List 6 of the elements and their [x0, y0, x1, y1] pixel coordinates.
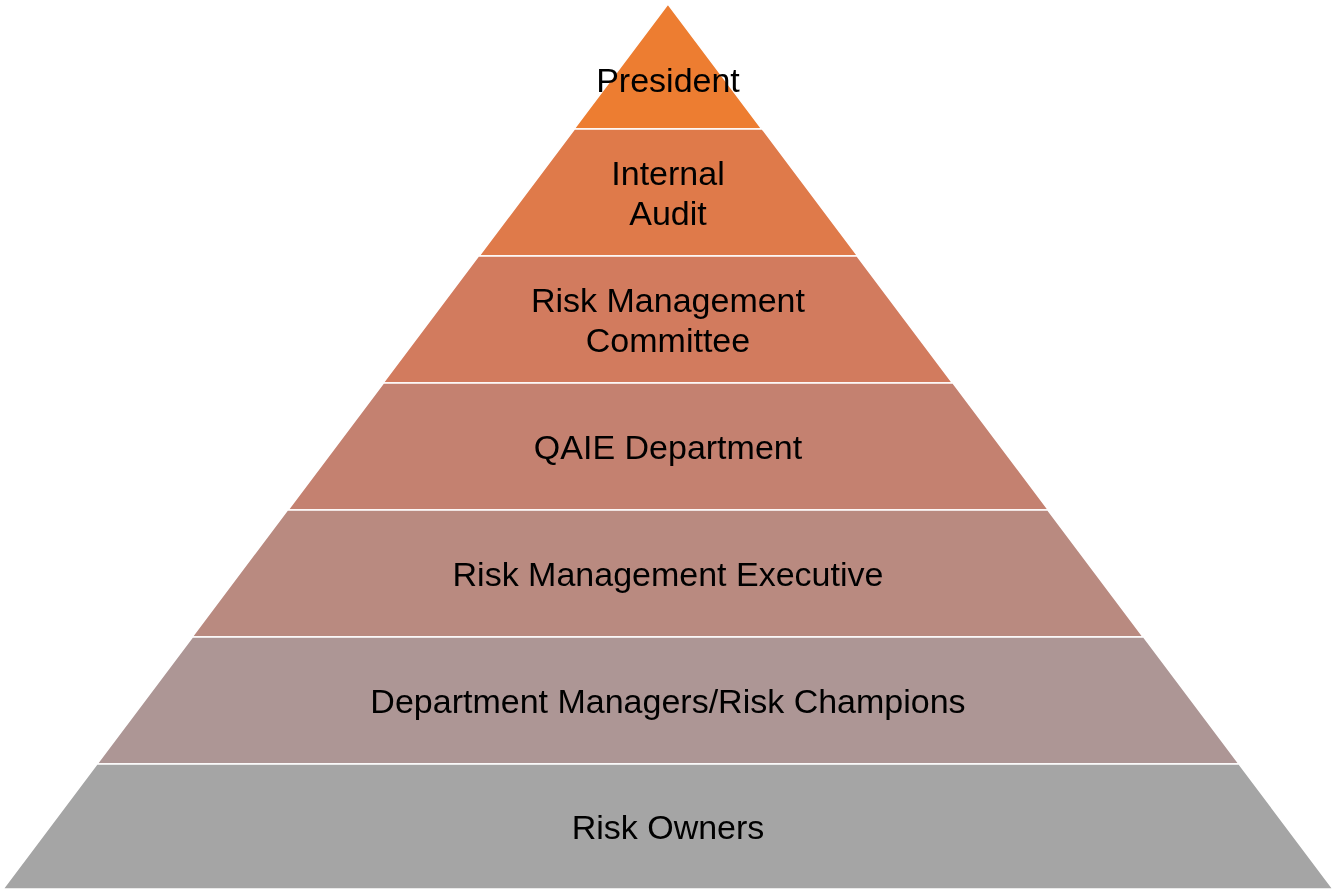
tier-label: Risk Owners — [571, 806, 765, 847]
tier-label: Risk Management Executive — [452, 553, 884, 594]
tier-label: QAIE Department — [533, 426, 803, 467]
tier-label: Internal Audit — [610, 152, 726, 233]
tier-label: Department Managers/Risk Champions — [370, 680, 966, 721]
tier-label: Risk Management Committee — [529, 279, 806, 360]
